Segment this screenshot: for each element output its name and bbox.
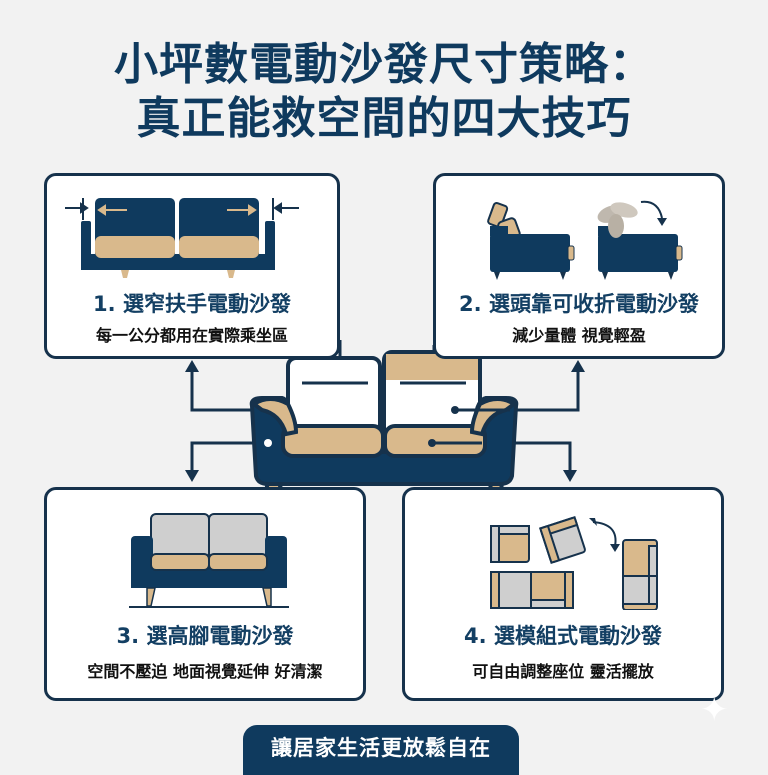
tip-card-1: 1. 選窄扶手電動沙發 每一公分都用在實際乘坐區 (44, 173, 340, 359)
tip-card-2: 2. 選頭靠可收折電動沙發 減少量體 視覺輕盈 (433, 173, 725, 359)
footer-banner: 讓居家生活更放鬆自在 (243, 725, 519, 775)
tip-subtitle-1: 每一公分都用在實際乘坐區 (95, 326, 288, 345)
tip-card-3: 3. 選高腳電動沙發 空間不壓迫 地面視覺延伸 好清潔 (44, 487, 366, 701)
page-title-line1: 小坪數電動沙發尺寸策略： (114, 39, 654, 90)
foldable-headrest-sofa-icon (487, 200, 683, 280)
tip-title-3: 3. 選高腳電動沙發 (116, 624, 294, 648)
high-leg-sofa-icon (129, 513, 289, 608)
tip-subtitle-3: 空間不壓迫 地面視覺延伸 好清潔 (87, 662, 323, 681)
tip-subtitle-4: 可自由調整座位 靈活擺放 (472, 662, 654, 681)
narrow-armrest-sofa-icon (65, 198, 299, 278)
sparkle-icon: ✦ (700, 690, 729, 730)
page-title-line2: 真正能救空間的四大技巧 (136, 93, 632, 144)
tip-title-4: 4. 選模組式電動沙發 (464, 624, 662, 648)
tip-title-1: 1. 選窄扶手電動沙發 (93, 292, 291, 316)
modular-sofa-icon (490, 516, 658, 610)
tip-subtitle-2: 減少量體 視覺輕盈 (512, 326, 646, 345)
tip-title-2: 2. 選頭靠可收折電動沙發 (459, 292, 699, 316)
tip-card-4: 4. 選模組式電動沙發 可自由調整座位 靈活擺放 (402, 487, 724, 701)
